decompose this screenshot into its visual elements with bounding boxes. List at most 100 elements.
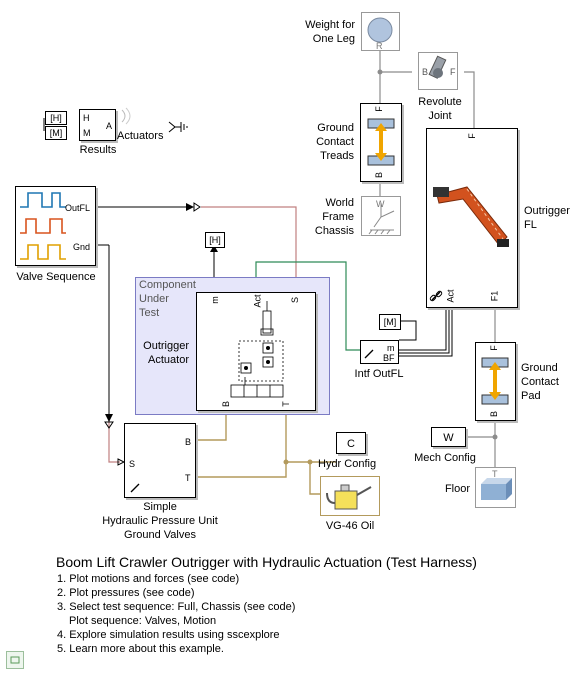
from-tag-h[interactable]: [H] [45,111,67,125]
results-label: Results [79,144,117,156]
weight-port-r: R [376,41,383,51]
link-plot-sequence[interactable]: Plot sequence: Valves, Motion [69,615,217,627]
signal-wave-icon [121,107,131,125]
hydr-config-label: Hydr Config [318,458,377,470]
goto-tag-h[interactable]: [H] [205,232,225,248]
actuators-label: Actuators [117,130,164,142]
valve-port-gnd: Gnd [73,242,91,252]
actuator-port-act: Act [252,294,263,308]
pad-label-2: Contact [521,376,559,388]
treads-block[interactable]: F B [360,103,402,182]
hpu-port-b: B [185,437,192,447]
weight-label-1: Weight for [305,19,355,31]
actuator-label-2: Actuator [148,354,189,366]
revolute-port-f: F [450,67,456,77]
world-block[interactable]: W [361,196,401,236]
hydraulic-schematic-icon [230,301,284,398]
arrowhead-gnd [105,414,113,422]
link-icon [364,349,374,359]
outrigger-label-2: FL [524,219,537,231]
t-hydraulic-line [196,411,287,478]
oil-can-icon [326,484,372,510]
signal-pulse-icon [20,192,66,260]
outrigger-block[interactable]: F Act F1 [426,128,518,308]
world-label-2: Frame [322,211,354,223]
revolute-label-1: Revolute [418,96,462,108]
intf-port-bf: BF [383,353,395,363]
revolute-joint-icon [428,55,447,79]
actuator-port-m: m [209,296,220,304]
link-plot-motions[interactable]: 1. Plot motions and forces (see code) [57,573,240,585]
revolute-block[interactable]: B F [418,52,458,90]
valve-sequence-label: Valve Sequence [16,271,96,283]
hpu-port-s: S [129,459,136,469]
intf-block[interactable]: m BF [360,340,399,364]
floor-label: Floor [444,483,470,495]
results-block[interactable]: H M A [79,109,116,141]
act-to-intf-line [255,261,360,351]
valve-sequence-block[interactable]: OutFL Gnd [15,186,96,266]
actuator-port-t: T [280,401,291,407]
documentation-links: 1. Plot motions and forces (see code) 2.… [57,572,295,656]
pad-port-b: B [489,410,500,418]
pad-label-3: Pad [521,390,541,402]
from-tag-m[interactable]: [M] [45,126,67,140]
spring-contact-icon [367,118,395,166]
m-goto-loop-line [399,320,417,341]
intf-port-m: m [387,343,395,353]
valve-port-outfl: OutFL [65,203,91,213]
actuator-port-b: B [221,400,232,408]
link-explore-results[interactable]: 4. Explore simulation results using ssce… [57,629,280,641]
outrigger-port-f1: F1 [489,290,500,302]
component-label-2: Under [139,293,169,305]
mech-config-label: Mech Config [414,452,476,464]
pad-port-f: F [488,345,499,351]
world-port-w: W [376,199,385,209]
hydr-config-block[interactable]: C [336,432,366,454]
intf-to-act-bus [399,302,453,357]
treads-label-1: Ground [317,122,354,134]
component-label-3: Test [139,307,160,319]
model-browser-icon[interactable] [6,651,24,669]
floor-block[interactable]: T [475,467,516,508]
pad-block[interactable]: F B [475,342,516,421]
outrigger-port-f: F [466,133,477,139]
hpu-label-3: Ground Valves [124,529,196,541]
model-title: Boom Lift Crawler Outrigger with Hydraul… [56,554,477,570]
hpu-port-t: T [185,473,191,483]
outrigger-label-1: Outrigger [524,205,570,217]
outrigger-actuator-block[interactable]: m Act S B T [196,292,316,411]
world-frame-icon [368,203,395,235]
t-to-oil-line [309,462,320,495]
hpu-block[interactable]: S B T [124,423,196,498]
link-plot-pressures[interactable]: 2. Plot pressures (see code) [57,587,195,599]
component-label-1: Component [139,279,196,291]
spring-contact-icon [481,357,509,405]
sphere-icon [367,17,393,43]
floor-box-icon [481,478,512,500]
treads-port-f: F [373,106,384,112]
world-label-3: Chassis [314,225,354,237]
results-port-m: M [83,128,91,138]
arrowhead-outfl [186,203,194,211]
goto-tag-m[interactable]: [M] [379,314,401,330]
results-port-h: H [83,113,90,123]
link-select-test-sequence[interactable]: 3. Select test sequence: Full, Chassis (… [57,601,296,613]
outrigger-boom-icon [433,186,509,247]
weight-label-2: One Leg [312,33,355,45]
oil-block[interactable] [320,476,380,516]
gnd-to-s-line [108,420,120,463]
mech-config-block[interactable]: W [431,427,466,447]
actuator-label-1: Outrigger [143,340,189,352]
pad-label-1: Ground [521,362,558,374]
weight-block[interactable]: R [361,12,400,51]
terminator-icon[interactable] [167,120,191,134]
outfl-to-s-line [201,206,297,292]
link-icon [130,483,140,493]
revolute-port-b: B [422,67,429,77]
link-learn-more[interactable]: 5. Learn more about this example. [57,643,224,655]
revolute-label-2: Joint [428,110,452,122]
intf-label: Intf OutFL [354,368,404,380]
world-label-1: World [325,197,354,209]
